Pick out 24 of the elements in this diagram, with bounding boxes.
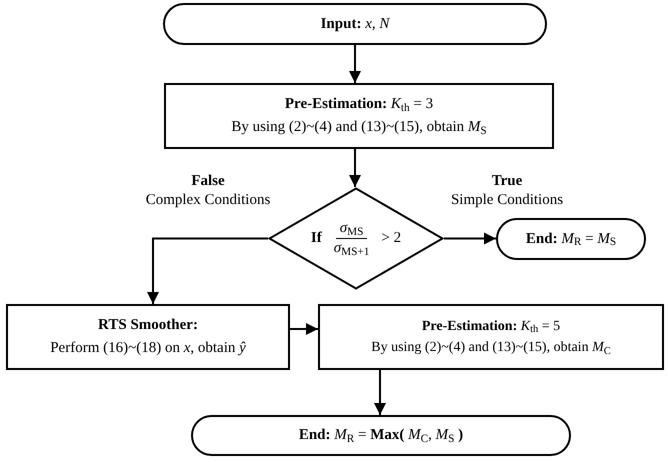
arrow [349, 149, 361, 187]
condition-formula: If σ$_{MS}$ σ$_{MS+1}$ > 2 [310, 219, 402, 258]
edge-label: False Complex Conditions [144, 172, 272, 210]
node-text: RTS Smoother: [98, 316, 198, 335]
node-text: Pre-Estimation: K$_{th}$ = 5 [422, 318, 560, 335]
node-text: Input: x, N [320, 14, 390, 34]
arrow [444, 232, 496, 244]
node-text: Perform (16)~(18) on x, obtain ŷ [50, 339, 246, 358]
node-text: Pre-Estimation: K$_{th}$ = 3 [284, 95, 434, 114]
process-box [318, 304, 664, 370]
arrow [147, 238, 268, 304]
node-text: By using (2)~(4) and (13)~(15), obtain M$_{C}$ [371, 339, 611, 356]
arrow [349, 45, 361, 83]
arrow [374, 370, 386, 415]
process-box [164, 83, 554, 149]
edge-label: True Simple Conditions [450, 172, 564, 210]
process-box [6, 304, 290, 370]
arrow [290, 323, 318, 335]
node-text: End: M$_{R}$ = Max( M$_{C}$, M$_{S}$ ) [298, 426, 464, 445]
node-text: By using (2)~(4) and (13)~(15), obtain M$_{S}$ [231, 118, 487, 137]
node-text: End: M$_{R}$ = M$_{S}$ [526, 230, 616, 248]
terminal-box [163, 3, 547, 45]
terminal-box [191, 415, 571, 456]
terminal-box [496, 218, 646, 260]
